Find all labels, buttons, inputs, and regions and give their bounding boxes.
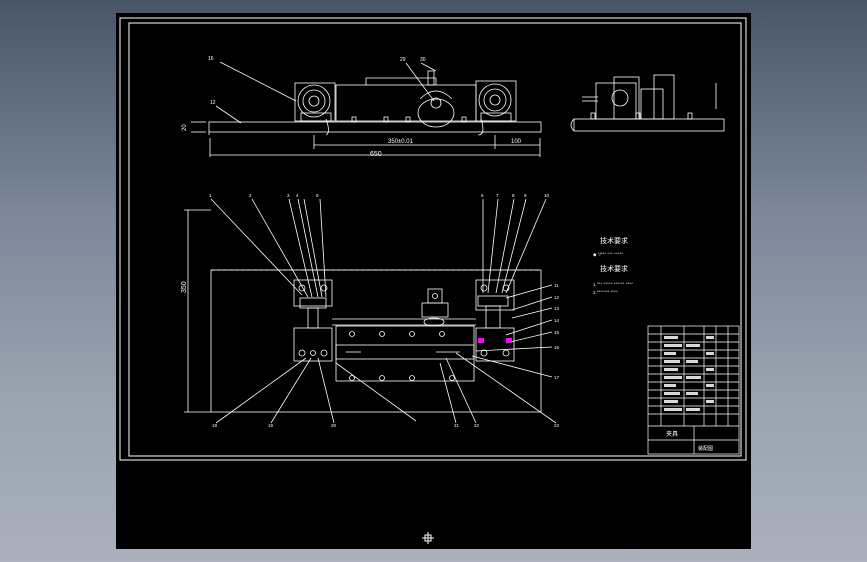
callout-label: 29 xyxy=(400,57,406,63)
callout-label: 8 xyxy=(512,193,515,198)
drawing-border xyxy=(119,17,747,461)
dim-center: 350±0.01 xyxy=(388,139,414,145)
callout-label: 14 xyxy=(554,318,560,323)
callout-label: 2 xyxy=(249,193,252,198)
side-view xyxy=(570,74,725,132)
plan-view xyxy=(184,198,557,424)
callout-label: 22 xyxy=(474,423,480,428)
callout-label: 1 xyxy=(209,193,212,198)
tech-title-1: 技术要求 xyxy=(600,236,628,245)
tech-line-1: ◆ °/°°° °°° °°°°° xyxy=(593,252,623,257)
dim-total-length: 650 xyxy=(370,151,382,158)
callout-label: 17 xyxy=(554,375,560,380)
front-view xyxy=(191,61,542,157)
drawing-frame xyxy=(128,22,742,457)
callout-label: 4 xyxy=(296,193,299,198)
callout-label: 13 xyxy=(554,306,560,311)
callout-label: 12 xyxy=(554,295,560,300)
cad-drawing: 16 12 29 30 20 350±0.01 100 650 xyxy=(119,17,747,461)
callout-label: 23 xyxy=(554,423,560,428)
title-block-code: 装配图 xyxy=(698,445,713,452)
callout-label: 20 xyxy=(331,423,337,428)
tech-title-2: 技术要求 xyxy=(600,264,628,273)
dim-right: 100 xyxy=(511,139,522,145)
tech-line-3: 2.°°°°°°° °°°° xyxy=(593,290,618,295)
callout-label: 21 xyxy=(454,423,460,428)
title-block-name: 夹具 xyxy=(666,430,678,438)
callout-label: 16 xyxy=(208,56,214,62)
callout-label: 10 xyxy=(544,193,550,198)
dim-plan-height: 350 xyxy=(181,281,188,293)
plan-accent-marks xyxy=(478,338,512,343)
callout-label: 15 xyxy=(554,330,560,335)
callout-label: 16 xyxy=(554,345,560,350)
dim-height-side: 20 xyxy=(182,124,188,131)
callout-label: 7 xyxy=(496,193,499,198)
parts-list-glyphs xyxy=(664,336,714,411)
callout-label: 18 xyxy=(212,423,218,428)
cad-viewport[interactable]: 16 12 29 30 20 350±0.01 100 650 xyxy=(116,13,751,549)
callout-label: 11 xyxy=(554,283,559,288)
parts-list xyxy=(647,325,740,455)
callout-label: 3 xyxy=(287,193,290,198)
callout-label: 19 xyxy=(268,423,274,428)
tech-line-2: 1.°°° °°°°° °°°°°° °°°° xyxy=(593,282,633,287)
callout-label: 5 xyxy=(316,193,319,198)
callout-label: 6 xyxy=(481,193,484,198)
callout-label: 30 xyxy=(420,57,426,63)
callout-label: 9 xyxy=(524,193,527,198)
ucs-icon xyxy=(422,532,434,544)
callout-label: 12 xyxy=(210,100,216,106)
